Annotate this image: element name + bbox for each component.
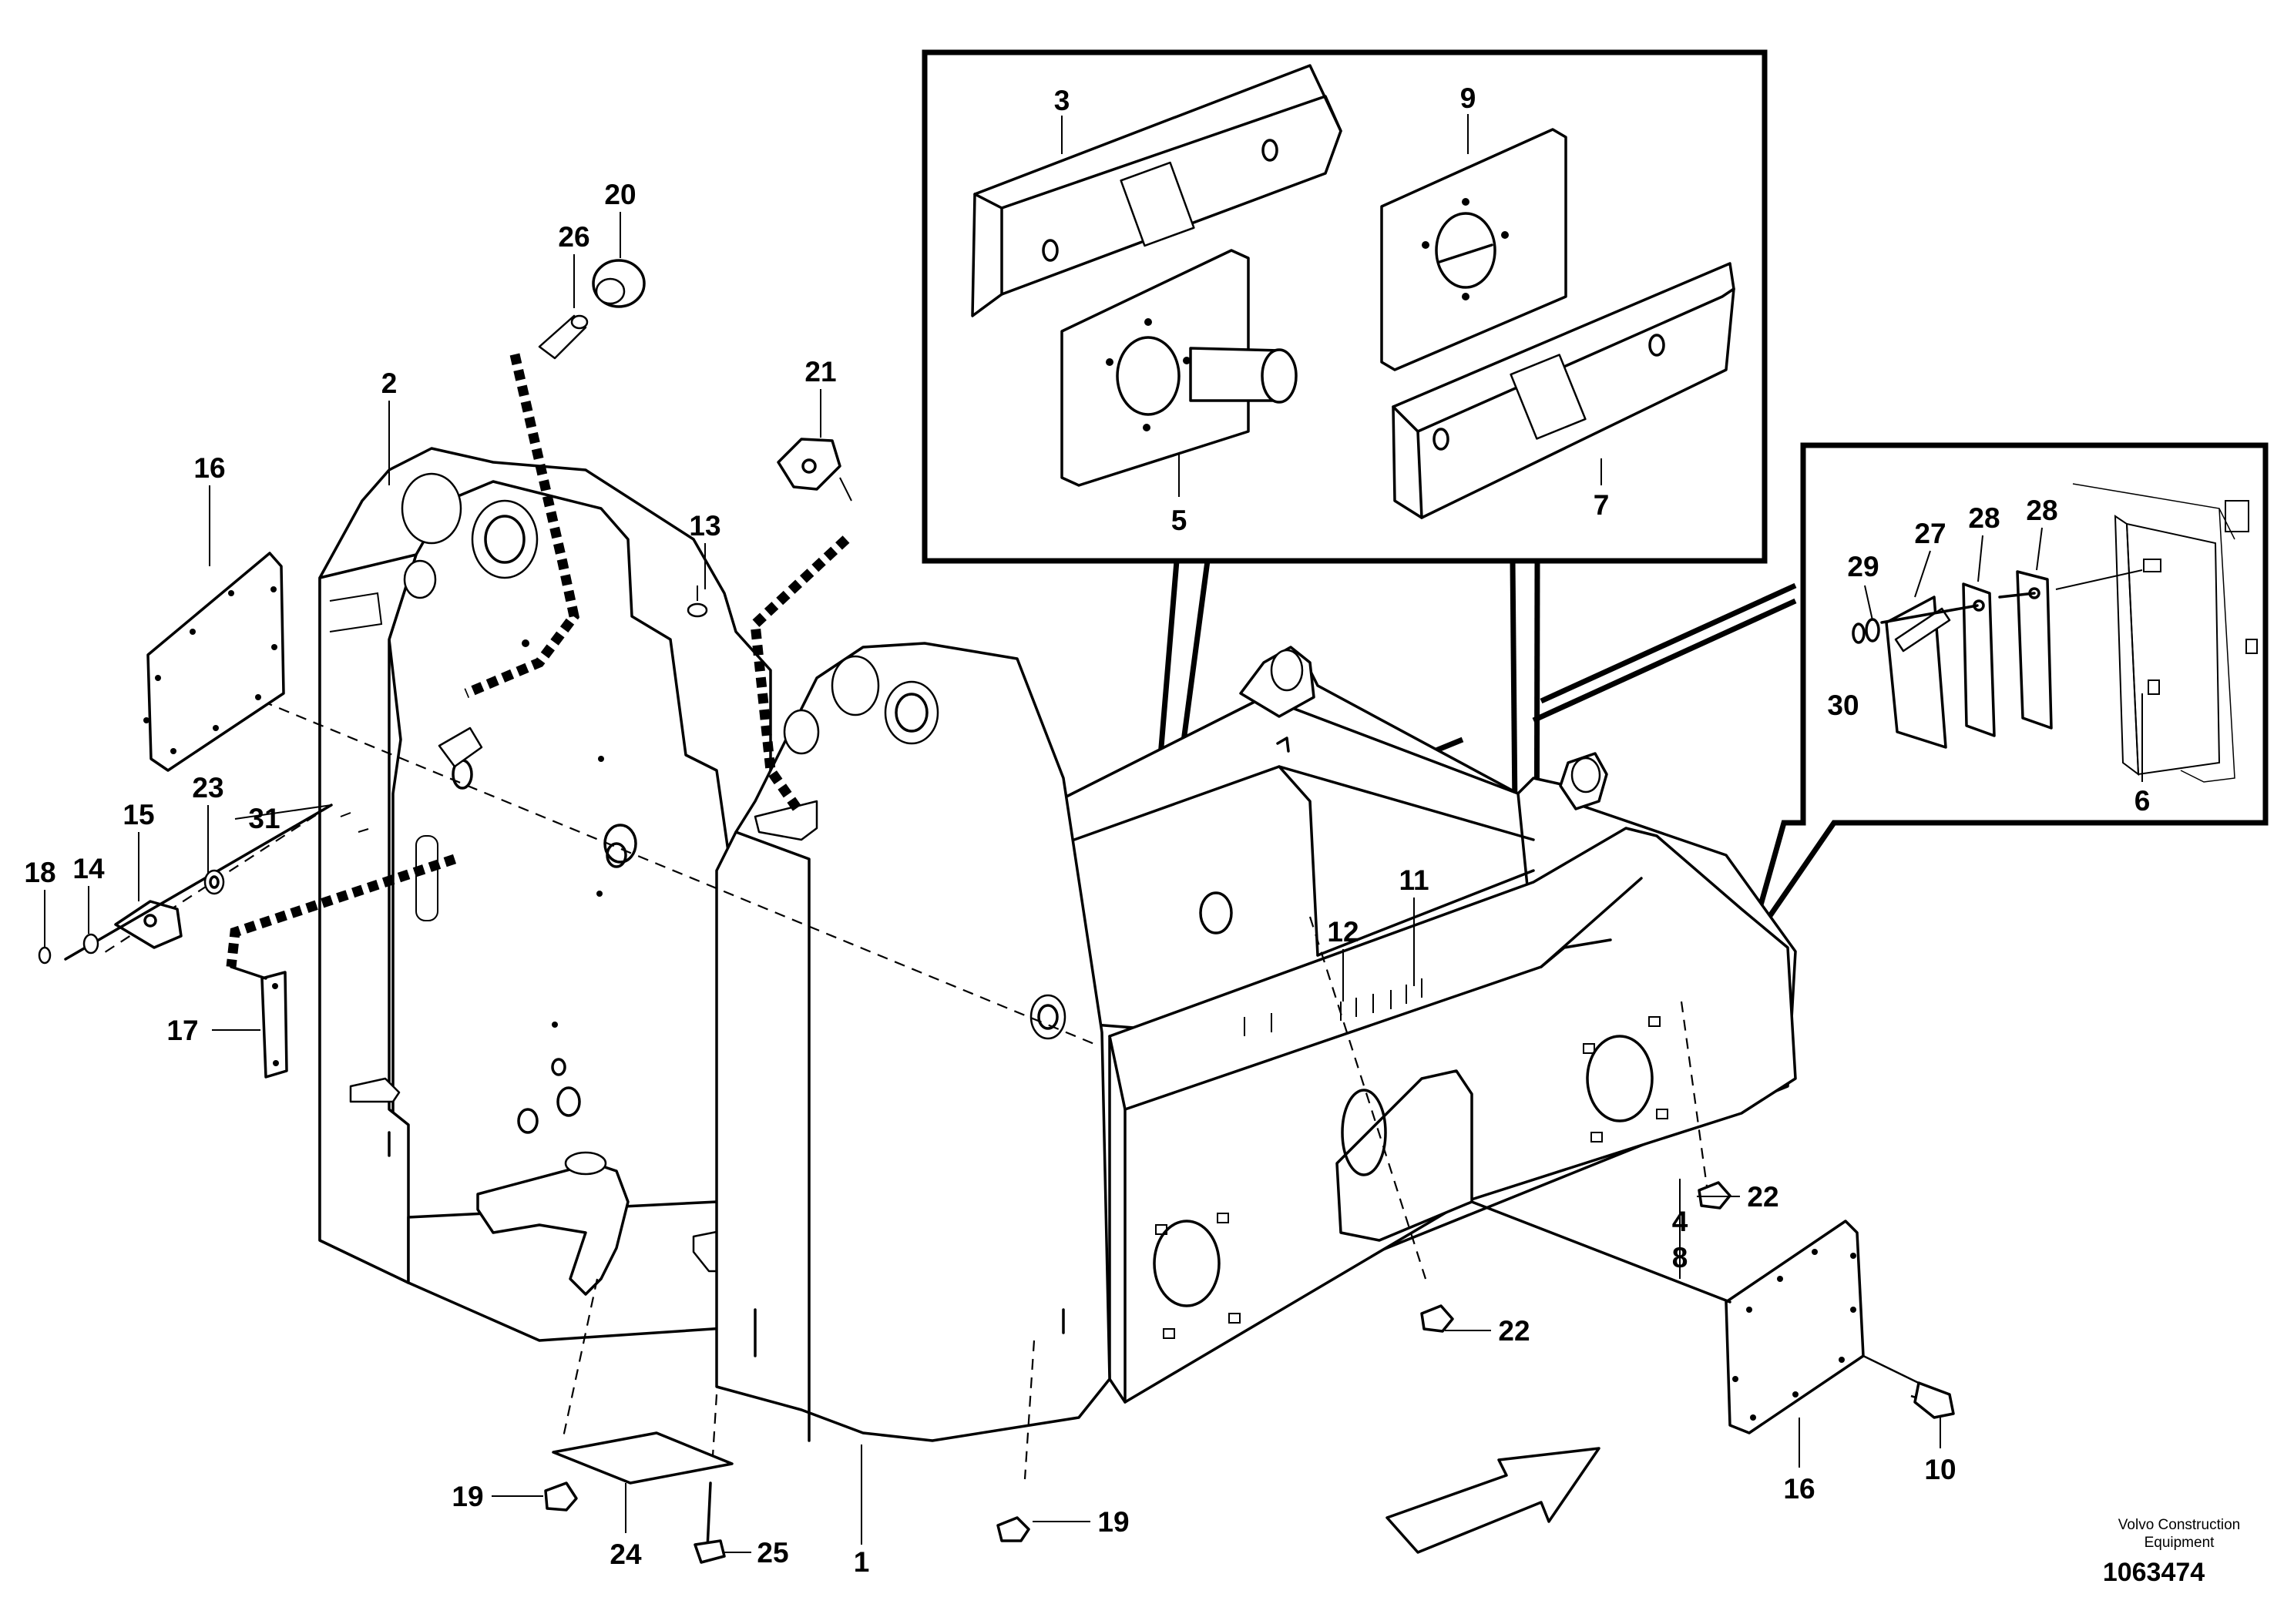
pad-part-28b	[2016, 570, 2053, 730]
credit-line-2: Equipment	[2145, 1535, 2215, 1551]
nuts	[544, 1181, 1731, 1542]
callout-26: 26	[558, 221, 589, 253]
callout-28a: 28	[1968, 502, 2000, 534]
callout-25: 25	[757, 1537, 788, 1569]
handle-17	[230, 965, 288, 1079]
callout-10: 10	[1924, 1454, 1956, 1485]
pad-part-28a	[1962, 582, 1996, 737]
credit-line-1: Volvo Construction	[2118, 1517, 2240, 1533]
callout-19-right: 19	[1097, 1506, 1129, 1538]
bolt-25	[694, 1481, 726, 1564]
plate-part-5	[1060, 249, 1298, 487]
direction-arrow	[1385, 1447, 1600, 1554]
callout-9: 9	[1460, 82, 1476, 114]
callout-28b: 28	[2026, 495, 2057, 526]
callout-18: 18	[24, 857, 55, 888]
callout-29: 29	[1847, 551, 1879, 582]
cover-plate-16-left	[143, 552, 285, 772]
figure-number: 1063474	[2103, 1558, 2205, 1587]
cover-plate-16-right	[1725, 1220, 1865, 1434]
callout-8: 8	[1672, 1242, 1688, 1273]
clip-15	[38, 804, 369, 965]
leader-lines	[44, 114, 2143, 1553]
callout-30: 30	[1827, 690, 1859, 721]
callout-2: 2	[381, 367, 398, 399]
mount-part-27	[1885, 596, 1951, 749]
figure-credit: Volvo Construction Equipment 1063474	[2103, 1517, 2240, 1587]
plate-part-9	[1380, 128, 1567, 371]
assembly-lines	[99, 700, 1708, 1480]
callout-31: 31	[248, 803, 280, 834]
loader-frame	[318, 447, 1797, 1442]
callout-4: 4	[1672, 1206, 1688, 1237]
callout-20: 20	[604, 179, 636, 210]
callout-7: 7	[1594, 489, 1610, 521]
callout-1: 1	[854, 1546, 870, 1578]
callout-24: 24	[610, 1538, 642, 1570]
callout-6: 6	[2134, 785, 2151, 817]
knob-21	[777, 438, 852, 502]
bolt-10	[1470, 1200, 1955, 1419]
callout-16-right: 16	[1783, 1473, 1815, 1505]
callout-19-left: 19	[452, 1481, 483, 1512]
shim-plate-24	[552, 1431, 734, 1485]
callout-17: 17	[166, 1015, 198, 1046]
callout-14: 14	[72, 853, 105, 884]
callout-12: 12	[1327, 916, 1359, 948]
callout-5: 5	[1171, 505, 1187, 536]
callout-22-upper: 22	[1747, 1181, 1778, 1213]
callout-15: 15	[123, 799, 154, 830]
callout-3: 3	[1054, 85, 1070, 116]
callout-22-lower: 22	[1498, 1315, 1530, 1347]
callout-labels: 1 2 3 4 5 6 7 8 9 10 11 12 13 14 15 16 1…	[24, 82, 2150, 1578]
callout-21: 21	[804, 356, 836, 388]
bracket-part-3	[971, 64, 1342, 317]
detail-inset-right	[1385, 442, 2269, 948]
callout-11: 11	[1399, 864, 1429, 896]
knob-20	[538, 259, 646, 360]
callout-23: 23	[192, 772, 223, 804]
bracket-part-7	[1392, 262, 1735, 519]
callout-13: 13	[689, 510, 720, 542]
callout-16-left: 16	[193, 452, 225, 484]
callout-27: 27	[1914, 518, 1946, 549]
